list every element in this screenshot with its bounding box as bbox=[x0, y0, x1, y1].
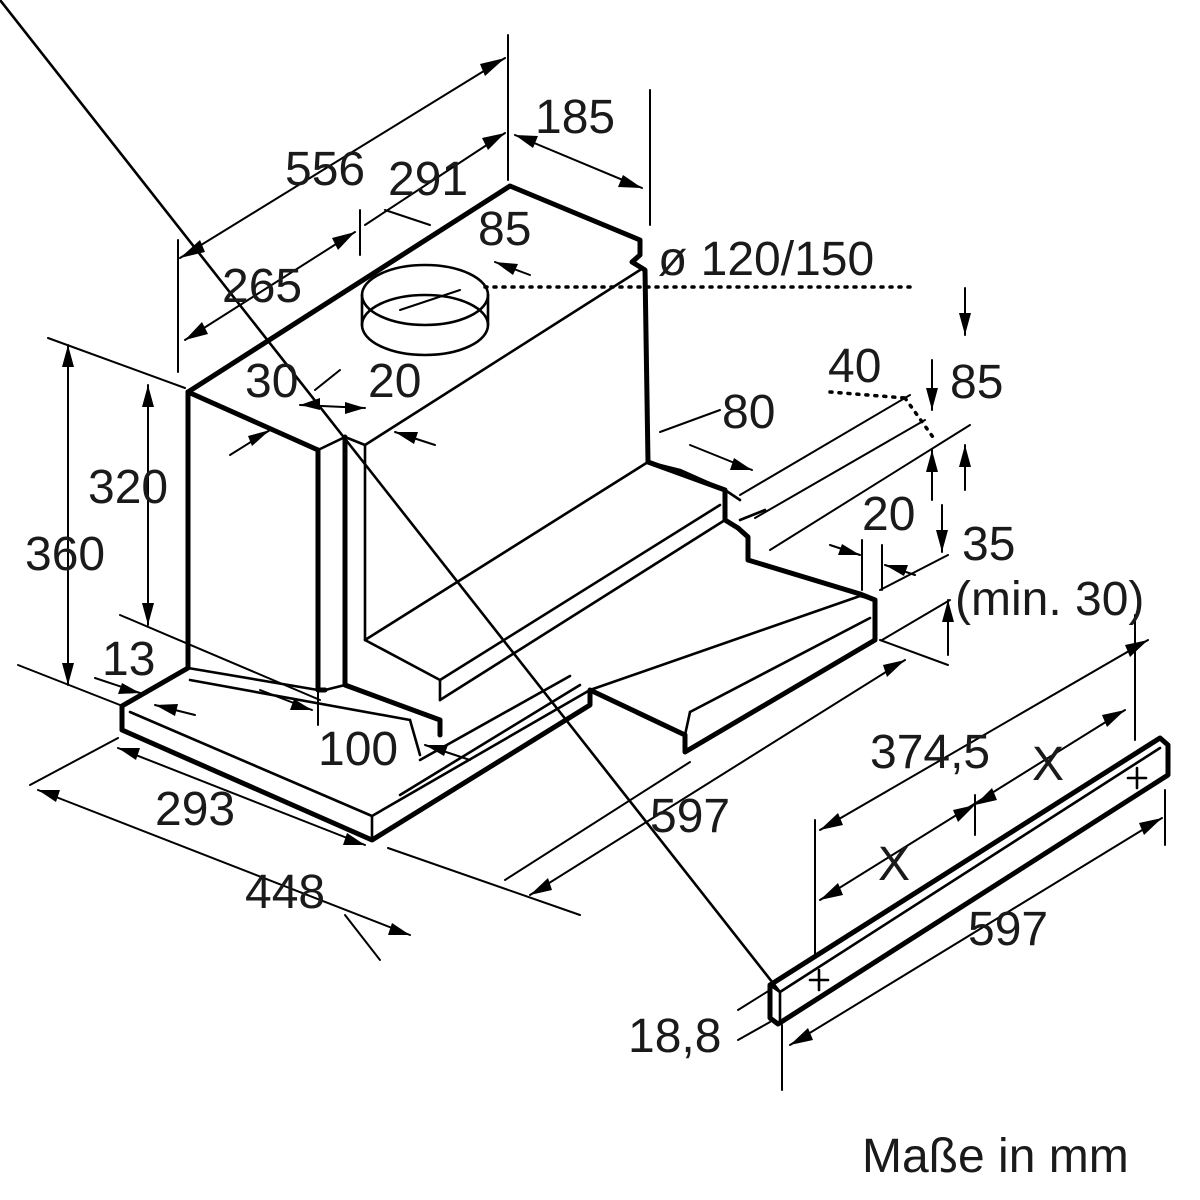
label-85-top: 85 bbox=[478, 203, 531, 256]
label-80: 80 bbox=[722, 386, 775, 439]
exhaust-outlet-cylinder bbox=[360, 263, 490, 357]
label-597-main: 597 bbox=[650, 790, 730, 843]
label-556: 556 bbox=[285, 143, 365, 196]
dimension-lines bbox=[17, 34, 971, 961]
label-448: 448 bbox=[245, 866, 325, 919]
label-x-upper: X bbox=[1032, 738, 1064, 791]
unit-note: Maße in mm bbox=[862, 1130, 1129, 1183]
label-597-bar: 597 bbox=[968, 903, 1048, 956]
label-320: 320 bbox=[88, 461, 168, 514]
handle-bar-drawing bbox=[0, 0, 1171, 1091]
label-min-30: (min. 30) bbox=[955, 573, 1144, 626]
label-20-top: 20 bbox=[368, 355, 421, 408]
hood-body-detail-lines bbox=[128, 268, 877, 842]
label-x-lower: X bbox=[878, 838, 910, 891]
label-100: 100 bbox=[318, 723, 398, 776]
label-20-right: 20 bbox=[862, 488, 915, 541]
label-293: 293 bbox=[155, 783, 235, 836]
label-185: 185 bbox=[535, 91, 615, 144]
label-85-right: 85 bbox=[950, 356, 1003, 409]
label-40: 40 bbox=[828, 340, 881, 393]
label-265: 265 bbox=[222, 260, 302, 313]
label-outlet-diameter: ø 120/150 bbox=[658, 233, 874, 286]
label-13: 13 bbox=[102, 633, 155, 686]
label-30: 30 bbox=[245, 355, 298, 408]
label-360: 360 bbox=[25, 528, 105, 581]
label-291: 291 bbox=[388, 153, 468, 206]
label-18-8: 18,8 bbox=[628, 1010, 721, 1063]
dimension-labels: 556 291 185 85 ø 120/150 265 30 20 320 3… bbox=[25, 91, 1144, 1183]
label-35: 35 bbox=[962, 518, 1015, 571]
label-374-5: 374,5 bbox=[870, 726, 990, 779]
hood-body-outline bbox=[119, 183, 878, 843]
